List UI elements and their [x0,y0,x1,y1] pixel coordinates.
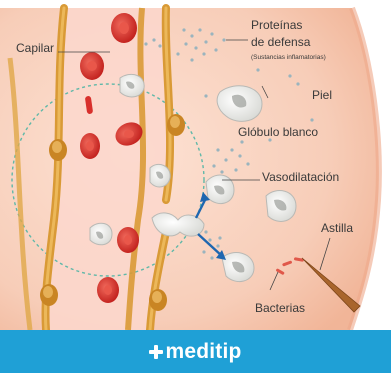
label-defense-proteins-line1: Proteínas [251,19,302,33]
label-defense-proteins-note: (Sustancias inflamatorias) [251,54,326,61]
brand-footer-bar: meditip [0,330,391,373]
brand-name: meditip [165,340,241,364]
label-bacteria: Bacterias [255,302,305,316]
meditip-logo: meditip [149,340,241,364]
label-capillary: Capilar [16,42,54,56]
label-defense-proteins-line2: de defensa [251,36,310,50]
label-vasodilation: Vasodilatación [262,171,339,185]
plus-icon [149,345,163,359]
label-white-blood-cell: Glóbulo blanco [238,126,318,140]
label-skin: Piel [312,89,332,103]
label-splinter: Astilla [321,222,353,236]
